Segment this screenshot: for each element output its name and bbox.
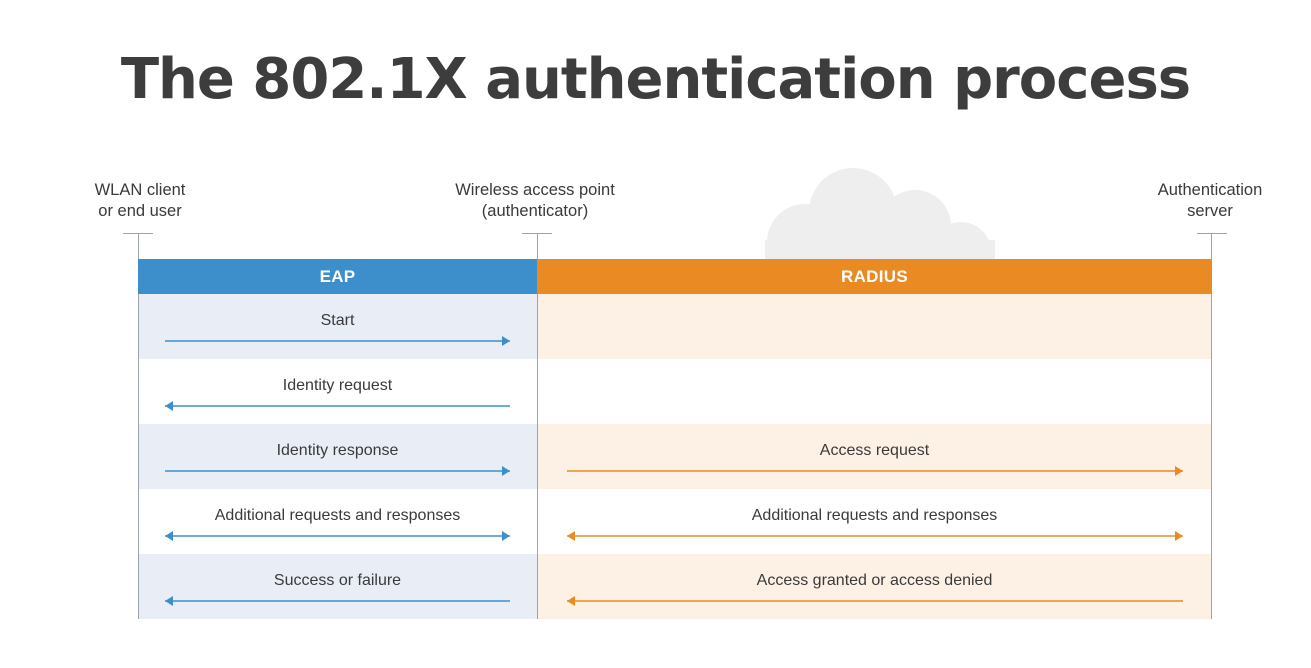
radius-row-bg [537, 359, 1212, 424]
eap-arrow-head-left [165, 531, 173, 541]
radius-arrow-head-right [1175, 531, 1183, 541]
radius-arrow [567, 466, 1183, 476]
endpoint-server-line-2: server [1187, 202, 1233, 220]
eap-arrow-head-right [502, 466, 510, 476]
radius-message-label: Additional requests and responses [751, 507, 998, 524]
radius-band: RADIUS [537, 259, 1212, 294]
eap-message-label: Start [320, 312, 355, 329]
eap-arrow-head-left [165, 596, 173, 606]
eap-band: EAP [138, 259, 537, 294]
eap-message-label: Success or failure [273, 572, 402, 589]
eap-message-label: Identity response [276, 442, 399, 459]
eap-arrow [165, 466, 510, 476]
endpoint-client-line-2: or end user [98, 202, 182, 220]
eap-row-bg [138, 294, 537, 359]
eap-arrow-head-right [502, 531, 510, 541]
radius-arrow-head-left [567, 531, 575, 541]
endpoint-server-line-1: Authentication [1157, 181, 1263, 199]
endpoint-server-label: Authentication server [1130, 180, 1290, 222]
eap-arrow [165, 336, 510, 346]
ap-lifeline [537, 233, 538, 619]
eap-arrow [165, 596, 510, 606]
radius-arrow-head-left [567, 596, 575, 606]
radius-row-bg [537, 294, 1212, 359]
endpoint-client-label: WLAN client or end user [70, 180, 210, 222]
eap-arrow [165, 401, 510, 411]
endpoint-access-point-label: Wireless access point (authenticator) [420, 180, 650, 222]
endpoint-ap-line-2: (authenticator) [481, 202, 589, 220]
eap-message-label: Additional requests and responses [214, 507, 461, 524]
radius-message-label: Access granted or access denied [756, 572, 993, 589]
eap-message-label: Identity request [282, 377, 393, 394]
eap-arrow-head-left [165, 401, 173, 411]
eap-row-bg [138, 424, 537, 489]
radius-arrow-head-right [1175, 466, 1183, 476]
server-lifeline [1211, 233, 1212, 619]
endpoint-client-line-1: WLAN client [94, 181, 186, 199]
radius-row-bg [537, 424, 1212, 489]
eap-row-bg [138, 489, 537, 554]
eap-row-bg [138, 554, 537, 619]
client-lifeline [138, 233, 139, 619]
radius-row-bg [537, 489, 1212, 554]
endpoint-ap-line-1: Wireless access point [455, 181, 615, 199]
eap-arrow-head-right [502, 336, 510, 346]
server-lifeline-tick [1197, 233, 1227, 234]
eap-row-bg [138, 359, 537, 424]
diagram-title: The 802.1X authentication process [120, 47, 1191, 112]
radius-row-bg [537, 554, 1212, 619]
eap-arrow [165, 531, 510, 541]
radius-arrow [567, 596, 1183, 606]
cloud-icon [765, 168, 995, 260]
radius-arrow [567, 531, 1183, 541]
radius-message-label: Access request [819, 442, 930, 459]
